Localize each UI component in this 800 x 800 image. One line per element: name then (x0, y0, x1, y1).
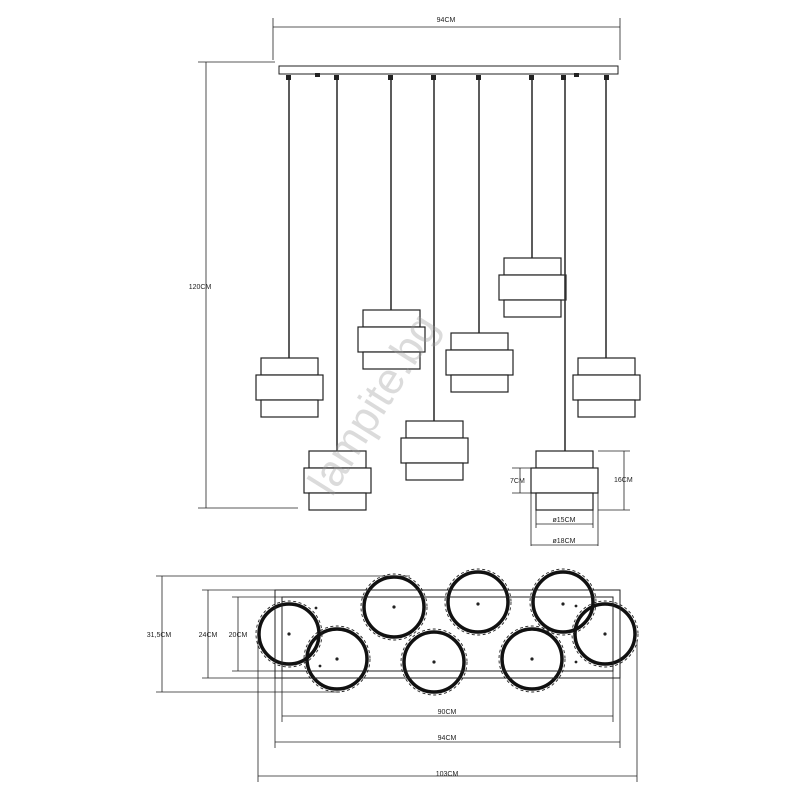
shade-inner-diameter-dimension: ø15CM (535, 510, 594, 528)
suspension-points (287, 602, 607, 668)
pendant-1 (255, 80, 324, 418)
total-height-dimension: 120CM (189, 61, 298, 509)
plan-depth-outer-label: 31,5CM (147, 632, 172, 639)
shade-inner-diameter-label: ø15CM (553, 517, 576, 524)
plan-width-inner-label: 90CM (438, 709, 457, 716)
canopy-outline-inner (281, 596, 614, 672)
pendant-4 (400, 80, 469, 481)
pendant-8 (572, 80, 641, 418)
shade-height-dimension: 16CM (598, 450, 633, 511)
shade-outer-diameter-label: ø18CM (553, 538, 576, 545)
plan-depth-inner-dimension: 20CM (229, 596, 282, 672)
plan-depth-mid-dimension: 24CM (199, 589, 275, 679)
plan-view: 31,5CM 24CM 20CM 90CM 94CM (147, 568, 639, 782)
pendant-3 (357, 80, 426, 370)
plan-width-mid-label: 94CM (438, 735, 457, 742)
plan-width-mid-dimension: 94CM (274, 678, 621, 748)
canopy-fixings (286, 73, 609, 80)
plan-width-outer-dimension: 103CM (257, 640, 638, 782)
total-height-label: 120CM (189, 284, 212, 291)
pendant-6 (498, 80, 567, 318)
top-width-label: 94CM (437, 17, 456, 24)
shade-height-label: 16CM (614, 477, 633, 484)
pendant-2 (303, 80, 372, 511)
plan-depth-mid-label: 24CM (199, 632, 218, 639)
top-width-dimension: 94CM (272, 17, 621, 60)
plan-width-inner-dimension: 90CM (281, 671, 614, 722)
shade-band-label: 7CM (510, 478, 525, 485)
plan-width-outer-label: 103CM (436, 771, 459, 778)
elevation-view: 94CM 120CM (189, 17, 641, 546)
pendant-7 (530, 80, 599, 511)
canopy-bar (278, 65, 619, 75)
plan-depth-inner-label: 20CM (229, 632, 248, 639)
plan-depth-outer-dimension: 31,5CM (147, 575, 410, 693)
shade-band-dimension: 7CM (510, 467, 531, 494)
shade-rings (257, 570, 637, 694)
shade-outer-diameter-dimension: ø18CM (530, 493, 599, 546)
pendant-5 (445, 80, 514, 393)
